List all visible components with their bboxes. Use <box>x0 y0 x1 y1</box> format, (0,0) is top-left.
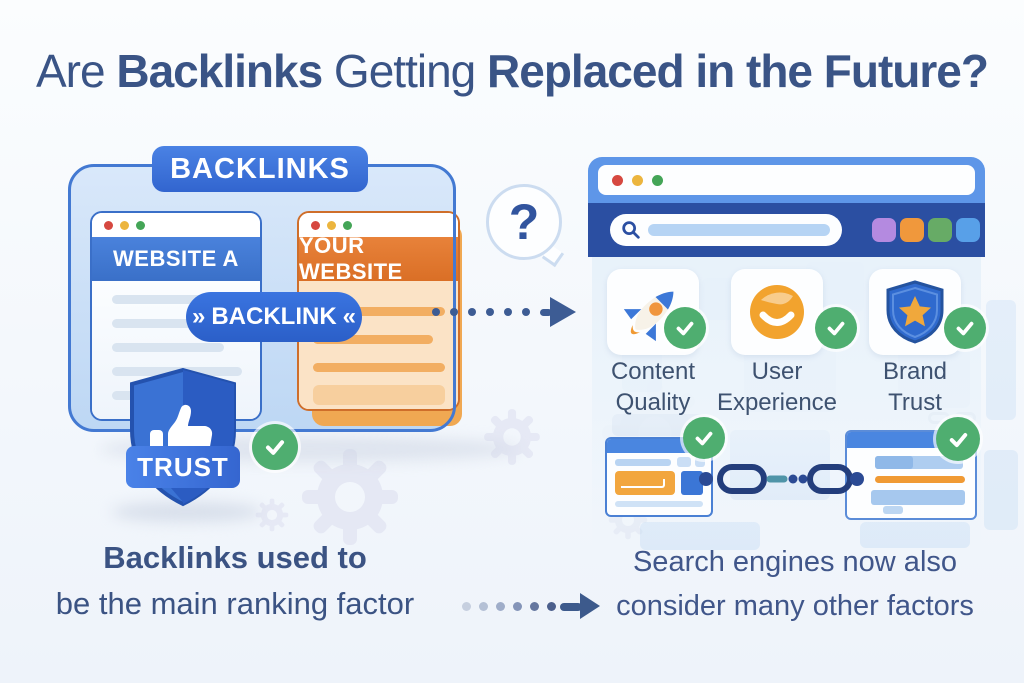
chain-link-icon <box>699 464 864 494</box>
gear-icon <box>302 449 398 545</box>
text-line <box>112 343 224 352</box>
right-caption-line2: consider many other factors <box>616 590 974 622</box>
text-line <box>615 501 703 507</box>
background-collage-block <box>984 450 1018 530</box>
content-block <box>681 471 703 495</box>
green-check-icon <box>664 307 706 349</box>
content-block <box>313 385 445 405</box>
browser-topbar <box>299 213 458 237</box>
right-caption: Search engines now also consider many ot… <box>585 546 1005 623</box>
toolbar-square-blue <box>956 218 980 242</box>
browser-tabbar <box>598 165 975 195</box>
rocket-icon <box>623 291 674 342</box>
search-engine-browser <box>588 157 985 257</box>
shield-shadow <box>112 502 262 522</box>
green-check-icon <box>252 424 298 470</box>
toolbar-square-green <box>928 218 952 242</box>
content-block <box>875 456 913 469</box>
chevron-right-icon: » <box>191 303 206 330</box>
trust-banner-point <box>171 488 195 502</box>
traffic-light-yellow-icon <box>120 220 129 230</box>
text-line <box>112 319 250 328</box>
toolbar-square-orange <box>900 218 924 242</box>
traffic-light-red-icon <box>311 220 320 230</box>
gear-icon <box>484 409 540 465</box>
left-caption: Backlinks used to be the main ranking fa… <box>25 540 445 622</box>
content-block <box>695 457 705 467</box>
traffic-light-red-icon <box>612 174 623 186</box>
ad-block <box>615 471 675 495</box>
traffic-light-yellow-icon <box>632 174 643 186</box>
left-caption-line2: be the main ranking factor <box>55 586 415 621</box>
content-block <box>871 490 965 505</box>
search-placeholder-line <box>648 224 830 236</box>
browser-topbar <box>92 213 260 237</box>
traffic-light-yellow-icon <box>327 220 336 230</box>
website-a-header: WEBSITE A <box>92 237 260 281</box>
green-check-icon <box>936 417 980 461</box>
text-line <box>313 335 433 344</box>
brand-trust-label: Brand Trust <box>882 358 948 416</box>
content-block <box>883 506 903 514</box>
magnifier-icon <box>622 221 640 239</box>
green-check-icon <box>944 307 986 349</box>
browser-navbar <box>588 203 985 257</box>
right-caption-line1: Search engines now also <box>632 546 958 578</box>
arrow-head-icon <box>550 297 576 327</box>
content-block <box>677 457 691 467</box>
green-check-icon <box>815 307 857 349</box>
traffic-light-red-icon <box>104 220 113 230</box>
shield-star-icon <box>886 280 944 344</box>
backlink-pill: » BACKLINK « <box>186 292 362 342</box>
question-bubble: ? <box>486 184 562 260</box>
text-line <box>112 295 236 304</box>
backlink-label: BACKLINK <box>211 303 337 330</box>
background-collage-block <box>986 300 1016 420</box>
left-caption-line1: Backlinks used to <box>103 540 367 575</box>
your-website-header: YOUR WEBSITE <box>299 233 458 284</box>
question-mark: ? <box>508 194 540 250</box>
user-experience-card <box>731 269 823 355</box>
smiley-icon <box>750 285 804 339</box>
browser-frame <box>588 157 985 203</box>
green-check-icon <box>683 417 725 459</box>
search-bar <box>610 214 842 246</box>
toolbar-square-purple <box>872 218 896 242</box>
text-line <box>313 307 445 316</box>
traffic-light-green-icon <box>652 174 663 186</box>
page-title: Are Backlinks Getting Replaced in the Fu… <box>35 45 989 97</box>
traffic-light-green-icon <box>136 220 145 230</box>
text-line <box>313 363 445 372</box>
text-line <box>615 459 671 466</box>
chevron-left-icon: « <box>342 303 357 330</box>
highlight-line <box>875 476 965 483</box>
trust-banner: TRUST <box>126 446 240 488</box>
gear-icon <box>255 498 289 532</box>
brand-trust-card <box>869 269 961 355</box>
traffic-light-green-icon <box>343 220 352 230</box>
content-quality-label: Content Quality <box>610 358 696 416</box>
arrow-head-icon <box>580 593 600 619</box>
backlinks-badge: BACKLINKS <box>152 146 368 192</box>
user-experience-label: User Experience <box>716 358 838 416</box>
